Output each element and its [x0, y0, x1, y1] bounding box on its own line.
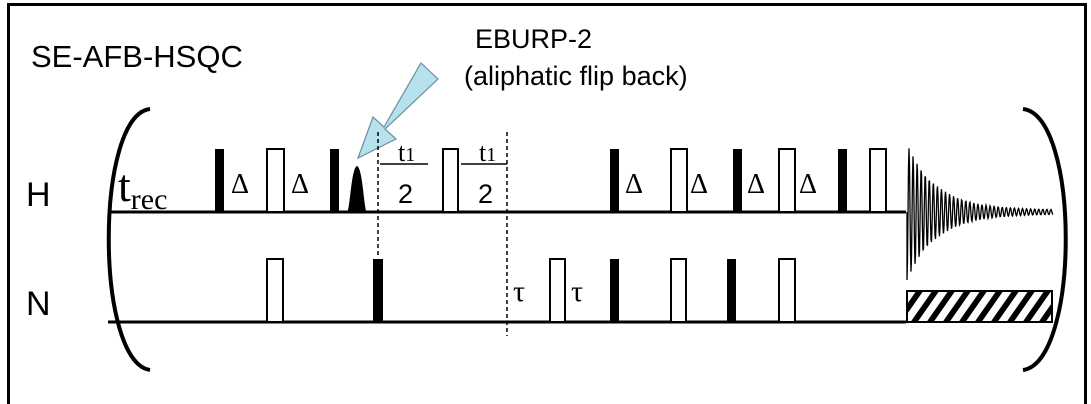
- figure-frame: [7, 3, 1087, 404]
- n-pulse-90: [727, 259, 736, 322]
- annotation-line-1: EBURP-2: [475, 24, 592, 54]
- n-pulse-180: [778, 258, 796, 323]
- n-pulse-90: [610, 259, 619, 322]
- channel-label-h: H: [26, 176, 51, 214]
- delta-label: Δ: [291, 169, 309, 200]
- h-pulse-90: [215, 149, 224, 212]
- trec-label: trec: [118, 160, 167, 216]
- n-pulse-180: [266, 258, 284, 323]
- n-pulse-180: [670, 258, 687, 323]
- delta-label: Δ: [231, 169, 249, 200]
- n-pulse-90: [373, 259, 383, 322]
- h-pulse-90: [610, 149, 619, 212]
- channel-label-n: N: [26, 285, 51, 323]
- t1-denominator: 2: [398, 179, 413, 209]
- delta-label: Δ: [747, 169, 765, 200]
- h-pulse-90: [838, 149, 847, 212]
- delta-label: Δ: [625, 169, 643, 200]
- h-pulse-180: [266, 148, 285, 213]
- annotation-line-2: (aliphatic flip back): [464, 61, 688, 91]
- eburp2-shaped-pulse: [347, 166, 367, 212]
- delta-label: Δ: [690, 169, 708, 200]
- left-bracket: [106, 107, 151, 372]
- h-pulse-180: [778, 148, 796, 213]
- n-decoupling-block: [906, 290, 1053, 323]
- h-pulse-180: [869, 148, 887, 213]
- h-pulse-180: [442, 148, 459, 213]
- tau-label: τ: [513, 275, 525, 308]
- sequence-title: SE-AFB-HSQC: [31, 39, 243, 74]
- n-pulse-180: [549, 258, 566, 323]
- delta-label: Δ: [799, 169, 817, 200]
- t1-numerator: t1: [479, 138, 496, 167]
- tau-label: τ: [571, 275, 583, 308]
- h-pulse-180: [670, 148, 688, 213]
- h-pulse-90: [330, 149, 339, 212]
- right-bracket: [1022, 107, 1068, 372]
- t1-denominator: 2: [478, 179, 493, 209]
- h-pulse-90: [733, 149, 742, 212]
- t1-numerator: t1: [398, 138, 415, 167]
- fid-signal: [906, 148, 1054, 281]
